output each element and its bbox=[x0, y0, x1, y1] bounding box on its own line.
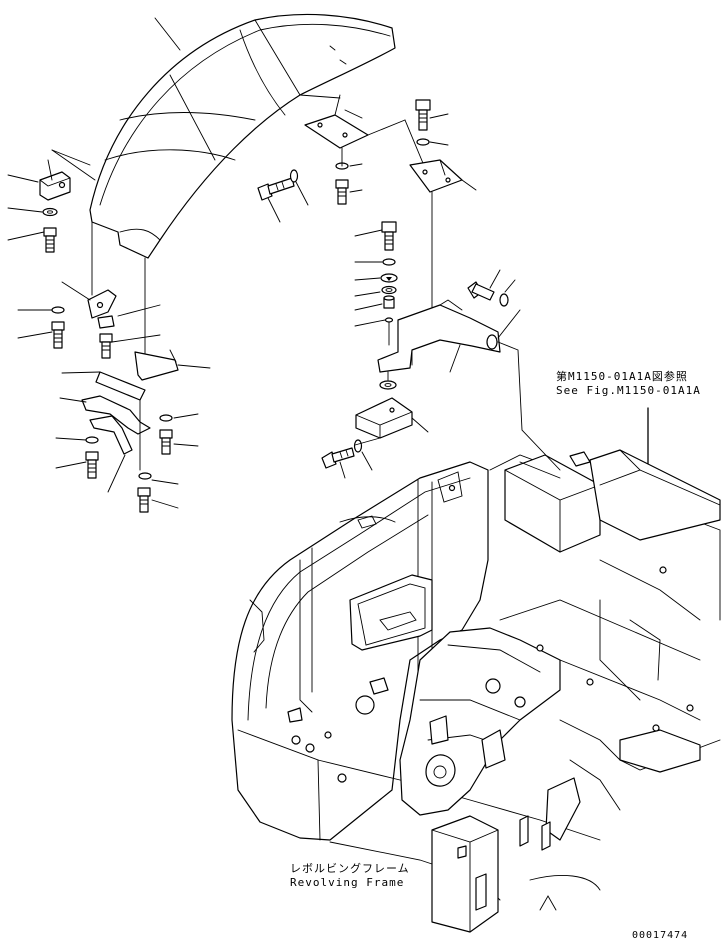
left-bolt-5 bbox=[159, 429, 173, 455]
left-washer-5 bbox=[138, 472, 152, 480]
left-bolt-6 bbox=[137, 487, 151, 513]
stack-bolt bbox=[381, 221, 397, 251]
left-washer-3 bbox=[85, 436, 99, 444]
middle-horizontal-bolt bbox=[257, 177, 295, 201]
stack-small-washer bbox=[384, 317, 394, 323]
mounting-bracket bbox=[377, 299, 501, 373]
left-bolt-1 bbox=[43, 227, 57, 253]
frame-label-jp: レボルビングフレーム bbox=[290, 862, 410, 875]
fender-cover bbox=[89, 13, 396, 259]
left-washer-4 bbox=[159, 414, 173, 422]
drawing-number: 00017474 bbox=[632, 930, 689, 941]
lower-washer bbox=[379, 380, 397, 390]
lower-bracket bbox=[355, 397, 413, 439]
left-bolt-4 bbox=[85, 451, 99, 479]
stack-washer-2 bbox=[381, 285, 397, 295]
middle-bolt-1 bbox=[335, 179, 349, 205]
left-stay-bracket-2 bbox=[59, 371, 151, 455]
left-clip-bracket bbox=[87, 289, 117, 319]
middle-horizontal-washer bbox=[289, 169, 299, 183]
left-bolt-2 bbox=[51, 321, 65, 349]
lower-horizontal-bolt bbox=[321, 447, 355, 469]
right-upper-bracket bbox=[409, 159, 463, 193]
revolving-frame bbox=[231, 454, 721, 933]
right-upper-bolt bbox=[415, 99, 431, 131]
lower-horizontal-washer bbox=[353, 439, 363, 453]
frame-label-en: Revolving Frame bbox=[290, 876, 405, 889]
right-upper-washer bbox=[416, 138, 430, 146]
horizontal-pin-bolt bbox=[467, 281, 495, 301]
stack-collar bbox=[383, 295, 395, 309]
reference-label-en: See Fig.M1150-01A1A bbox=[556, 384, 701, 397]
pin-washer bbox=[499, 293, 509, 307]
left-washer-2 bbox=[51, 306, 65, 314]
reference-label-jp: 第M1150-01A1A図参照 bbox=[556, 370, 688, 383]
stack-cone-washer bbox=[380, 273, 398, 283]
left-upper-bracket bbox=[39, 149, 96, 201]
valve-box-housing bbox=[504, 449, 721, 553]
stack-washer-1 bbox=[382, 258, 396, 266]
left-washer-1 bbox=[42, 207, 58, 217]
left-bolt-3 bbox=[99, 333, 113, 359]
middle-upper-bracket bbox=[304, 94, 369, 149]
left-nut bbox=[97, 315, 115, 329]
leader-fender bbox=[154, 17, 181, 51]
